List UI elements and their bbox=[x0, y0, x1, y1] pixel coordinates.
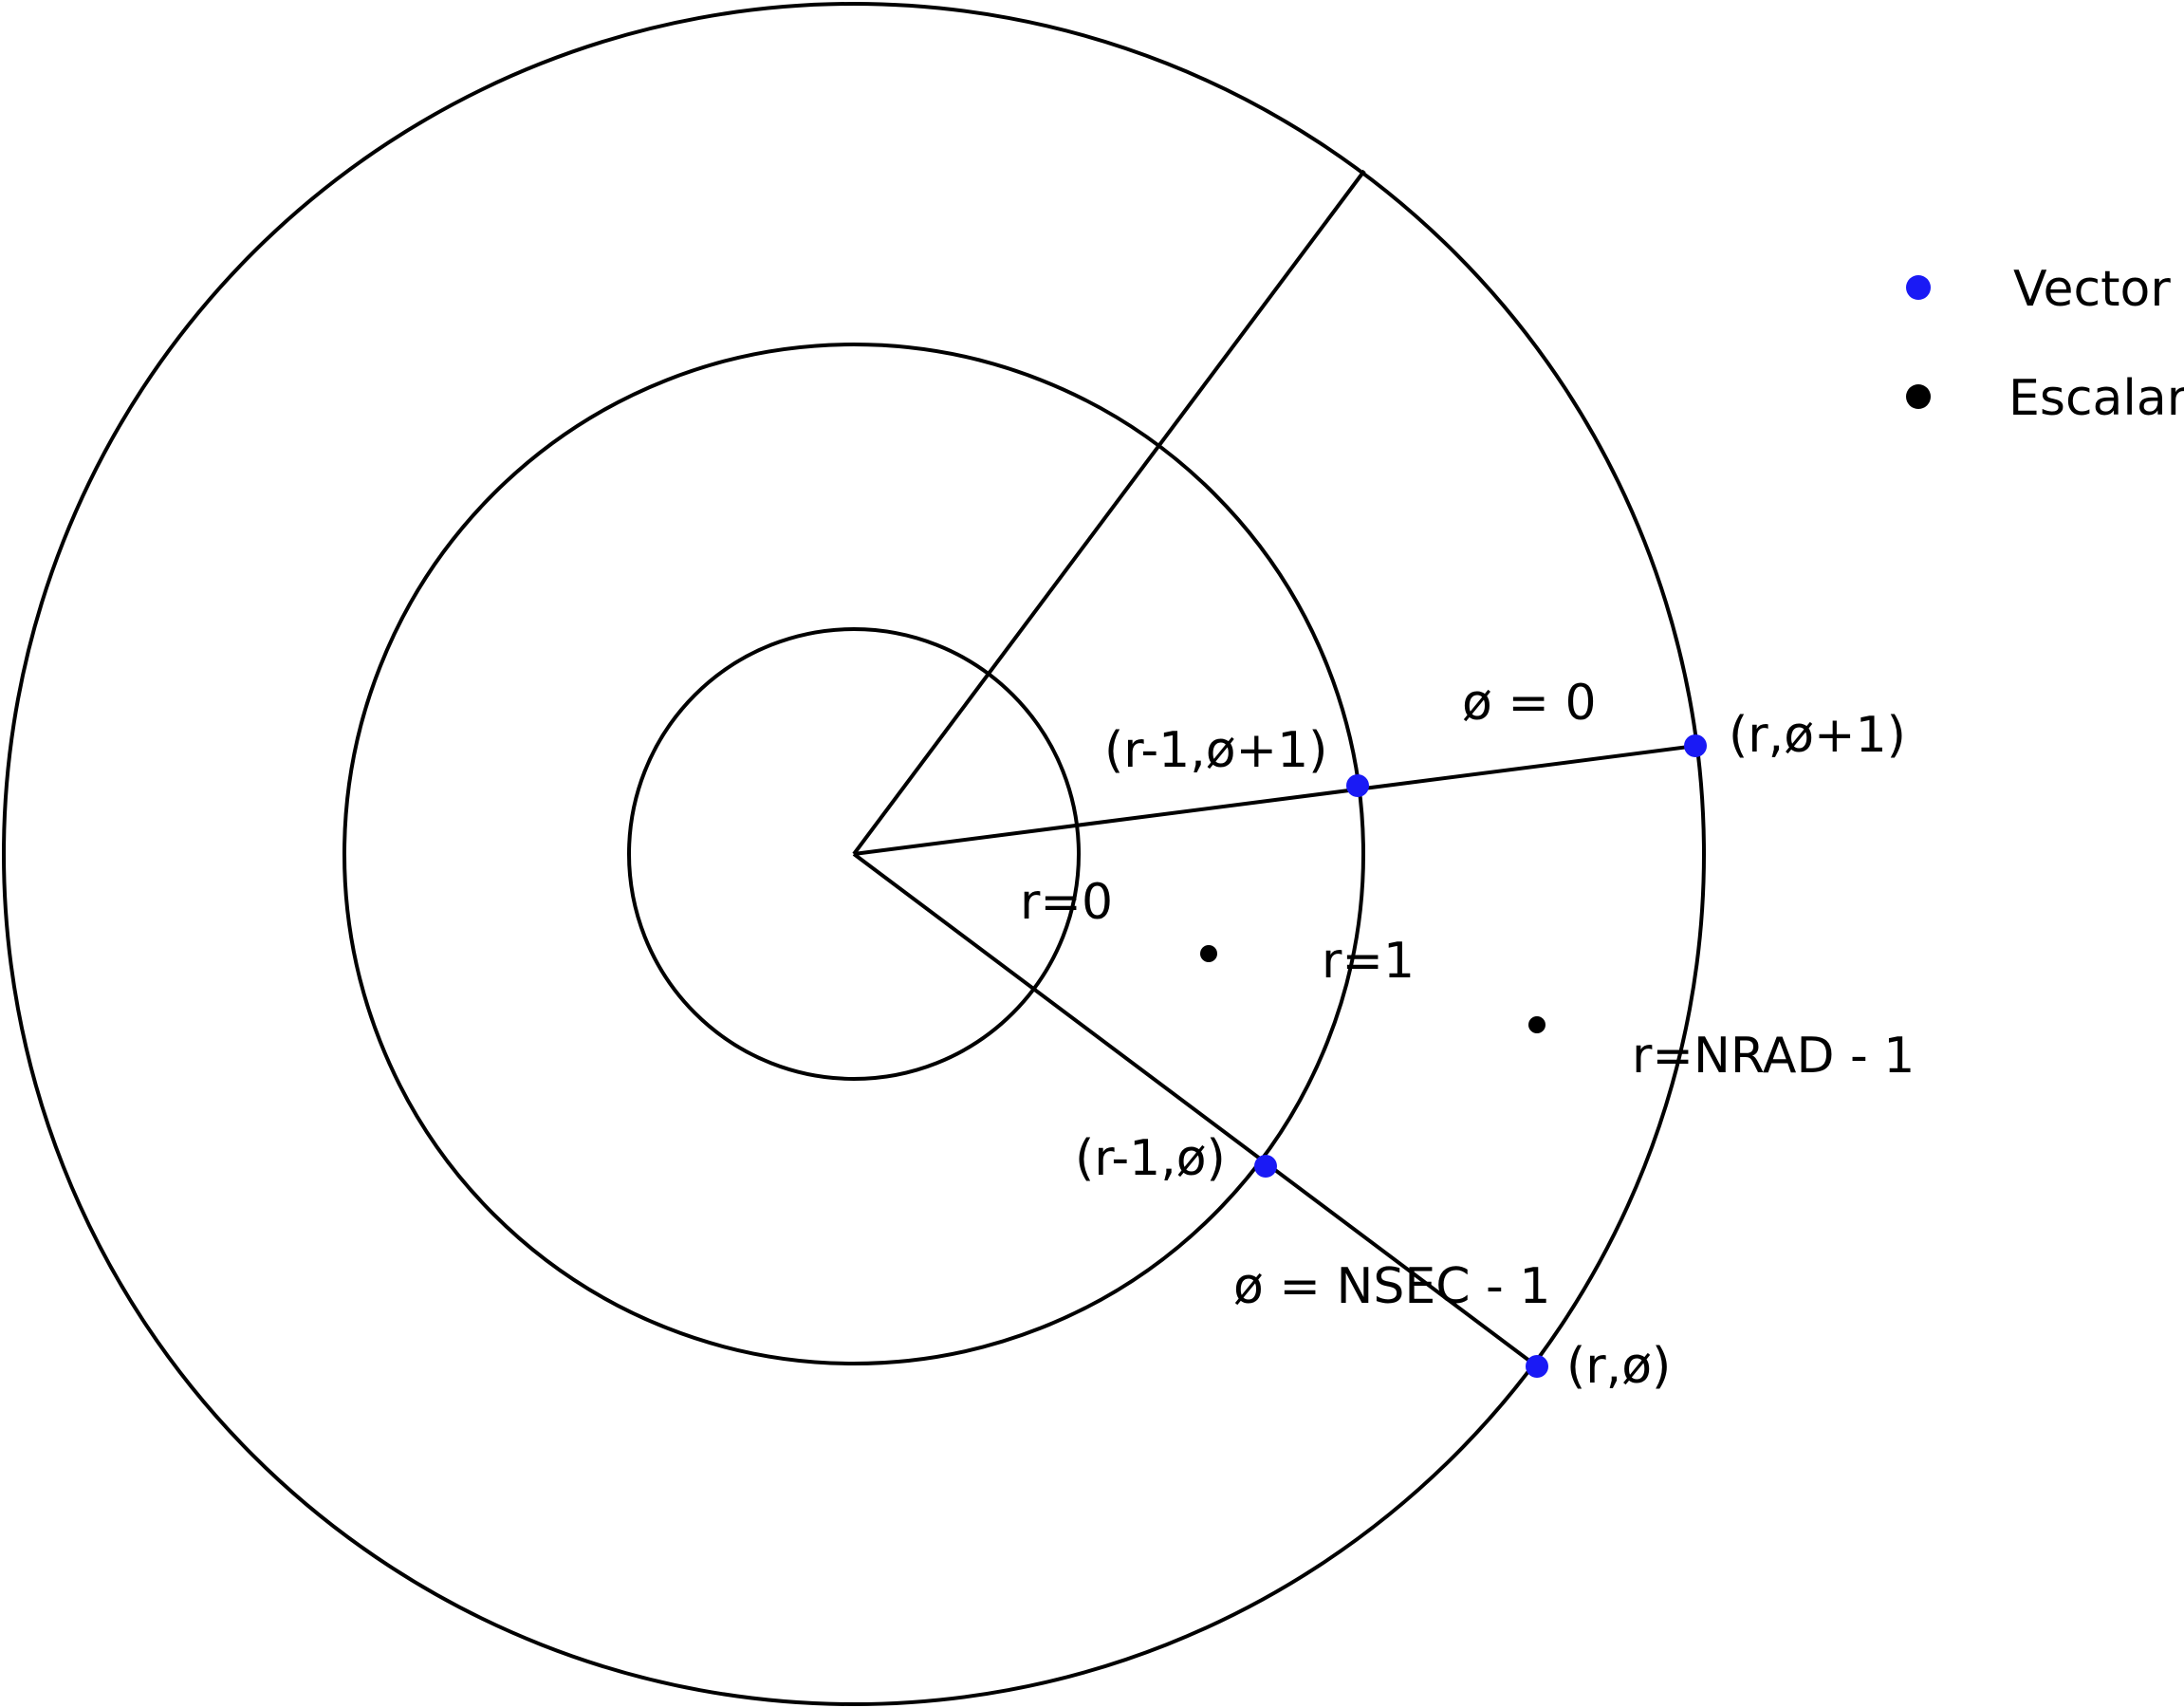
vector-point-outer-upper bbox=[1684, 734, 1707, 757]
legend-scalar-label: Escalar bbox=[2008, 370, 2184, 427]
vector-label-inner-upper: (r-1,ø+1) bbox=[1104, 722, 1327, 779]
scalar-point-middle-ring bbox=[1200, 945, 1217, 962]
legend-vector-label: Vector bbox=[2013, 261, 2171, 318]
legend-scalar-marker bbox=[1906, 384, 1931, 409]
ring-label-middle: r=1 bbox=[1322, 933, 1415, 990]
sector-label-first: ø = 0 bbox=[1462, 675, 1597, 732]
sector-label-last: ø = NSEC - 1 bbox=[1233, 1258, 1550, 1315]
ring-boundary-middle bbox=[342, 343, 1365, 1365]
sector-line-zero bbox=[853, 744, 1697, 856]
vector-point-inner-upper bbox=[1346, 774, 1369, 797]
vector-point-outer-lower bbox=[1526, 1355, 1548, 1378]
scalar-point-outer-ring bbox=[1528, 1016, 1545, 1033]
sector-line-upper bbox=[852, 169, 1366, 856]
vector-label-outer-upper: (r,ø+1) bbox=[1729, 707, 1906, 764]
ring-boundary-inner bbox=[627, 627, 1081, 1081]
ring-label-outer: r=NRAD - 1 bbox=[1632, 1028, 1915, 1085]
vector-label-inner-lower: (r-1,ø) bbox=[1075, 1130, 1226, 1187]
legend: Vector Escalar bbox=[1906, 261, 2184, 427]
ring-label-inner: r=0 bbox=[1020, 874, 1113, 931]
legend-vector-marker bbox=[1906, 275, 1931, 300]
sector-line-last bbox=[852, 852, 1539, 1368]
ring-boundary-outer bbox=[2, 2, 1706, 1706]
vector-label-outer-lower: (r,ø) bbox=[1566, 1338, 1671, 1395]
vector-point-inner-lower bbox=[1254, 1155, 1277, 1178]
